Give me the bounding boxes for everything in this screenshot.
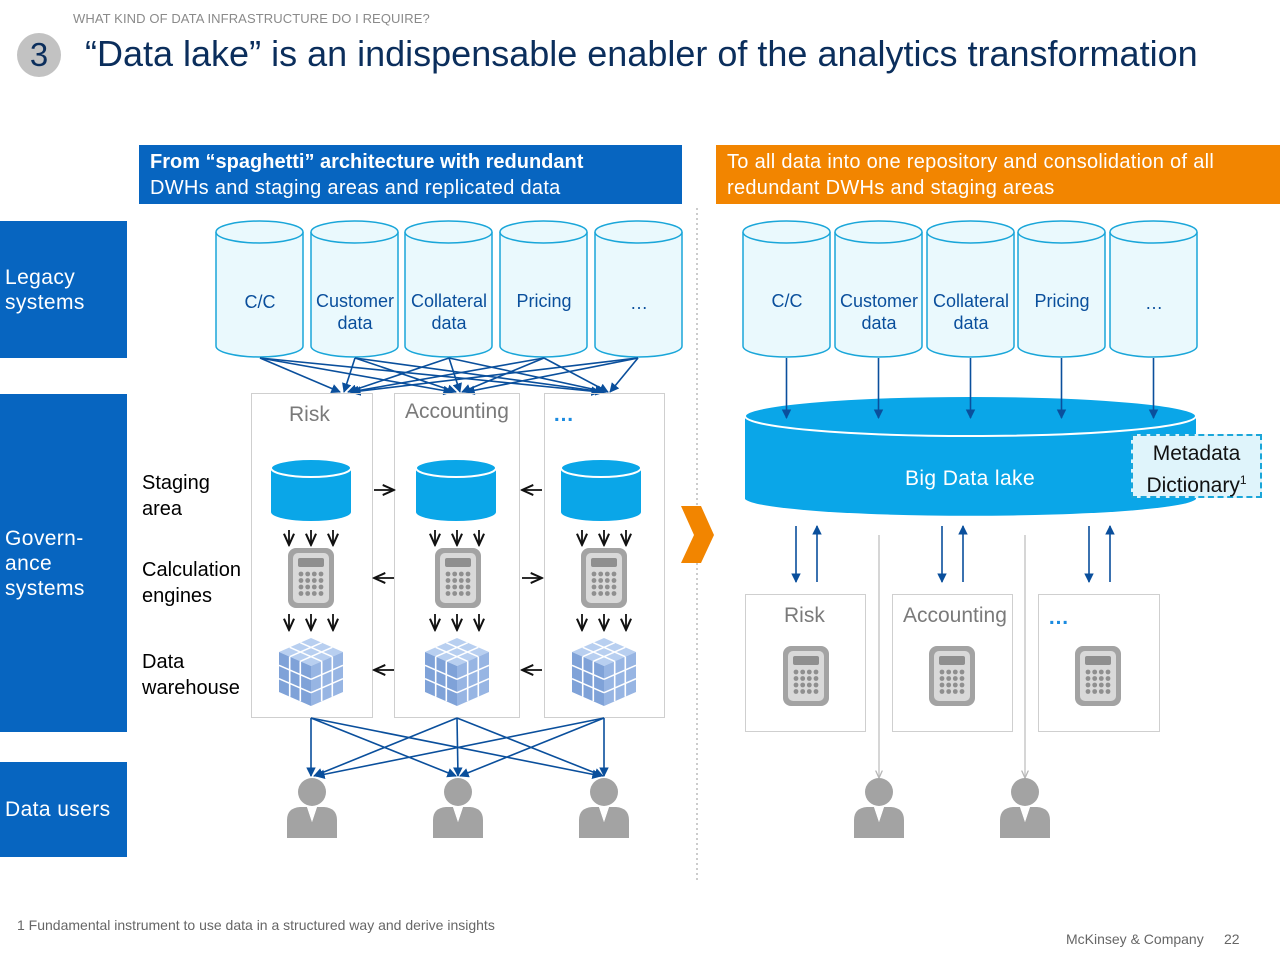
left-source-cylinders [215, 220, 683, 358]
user-icon [1000, 778, 1050, 838]
data-cube-icon [278, 637, 344, 707]
left-source-label: Collateral data [410, 291, 488, 333]
left-header-bold: From “spaghetti” architecture with redun… [150, 151, 584, 173]
user-icon [579, 778, 629, 838]
right-source-label: … [1145, 293, 1163, 313]
right-source-label: Pricing [1034, 291, 1090, 311]
calculator-icon [1075, 646, 1121, 706]
right-source-cylinders [742, 220, 1198, 358]
left-panel-title-more: … [553, 403, 574, 426]
lake-to-user-lines [879, 535, 1025, 778]
left-source-label: C/C [244, 292, 276, 312]
right-source-label: Customer data [839, 291, 919, 333]
side-label-governance: Govern- ance systems [0, 394, 127, 732]
calculator-icon [435, 548, 481, 608]
left-panel-more [544, 393, 665, 718]
right-column-header: To all data into one repository and cons… [716, 145, 1280, 204]
page-number: 22 [1224, 931, 1240, 947]
slide-number-badge: 3 [17, 33, 61, 77]
section-kicker: WHAT KIND OF DATA INFRASTRUCTURE DO I RE… [73, 11, 430, 26]
left-column-header: From “spaghetti” architecture with redun… [139, 145, 682, 204]
side-label-users: Data users [0, 762, 127, 857]
footnote-marker: 1 [1239, 473, 1247, 487]
row-label-warehouse: Data warehouse [142, 651, 240, 699]
user-icon [433, 778, 483, 838]
right-source-label: C/C [771, 291, 803, 311]
calculator-icon [783, 646, 829, 706]
right-panel-title-accounting: Accounting [903, 604, 1007, 627]
right-panel-title-more: … [1048, 606, 1069, 629]
left-user-arrows [306, 717, 609, 780]
left-source-label: Customer data [315, 291, 395, 333]
user-icon [854, 778, 904, 838]
calculator-icon [288, 548, 334, 608]
row-label-staging: Staging area [142, 472, 210, 520]
metadata-dictionary-label: Metadata Dictionary [1146, 442, 1241, 497]
cross-panel-arrows [374, 490, 542, 670]
left-panel-accounting [394, 393, 520, 718]
metadata-dictionary-box: Metadata Dictionary1 [1131, 434, 1262, 498]
left-source-label: Pricing [516, 291, 572, 311]
database-icon [270, 458, 352, 522]
user-icon [287, 778, 337, 838]
right-cylinder-collateral [926, 220, 1015, 358]
right-source-label: Collateral data [932, 291, 1010, 333]
left-cylinder-pricing [499, 220, 588, 358]
right-panel-title-risk: Risk [784, 604, 825, 627]
right-cylinder-cc [742, 220, 831, 358]
brand-name: McKinsey & Company [1066, 931, 1204, 947]
footnote: 1 Fundamental instrument to use data in … [17, 917, 495, 933]
left-source-label: … [630, 293, 648, 313]
right-panel-accounting [892, 594, 1013, 732]
data-cube-icon [571, 637, 637, 707]
left-panel-title-risk: Risk [289, 403, 330, 426]
vertical-flow-arrows [289, 530, 626, 630]
lake-panel-arrows [791, 525, 1115, 583]
right-panel-more [1038, 594, 1160, 732]
right-panel-risk [745, 594, 866, 732]
left-cylinder-customer [310, 220, 399, 358]
right-cylinder-pricing [1017, 220, 1106, 358]
left-cylinder-cc [215, 220, 304, 358]
side-label-legacy: Legacy systems [0, 221, 127, 358]
row-label-calculation: Calculation engines [142, 559, 241, 607]
big-data-lake-label: Big Data lake [904, 467, 1036, 490]
left-header-rest: DWHs and staging areas and replicated da… [150, 177, 561, 199]
database-icon [415, 458, 497, 522]
right-cylinder-more [1109, 220, 1198, 358]
left-cylinder-more [594, 220, 683, 358]
right-cylinder-customer [834, 220, 923, 358]
calculator-icon [581, 548, 627, 608]
data-cube-icon [424, 637, 490, 707]
slide-title: “Data lake” is an indispensable enabler … [85, 33, 1198, 74]
left-cylinder-collateral [404, 220, 493, 358]
database-icon [560, 458, 642, 522]
spaghetti-arrows [259, 357, 639, 396]
left-panel-title-accounting: Accounting [405, 400, 509, 423]
chevron-right-icon [681, 506, 714, 563]
source-to-lake-arrows [781, 358, 1159, 419]
calculator-icon [929, 646, 975, 706]
